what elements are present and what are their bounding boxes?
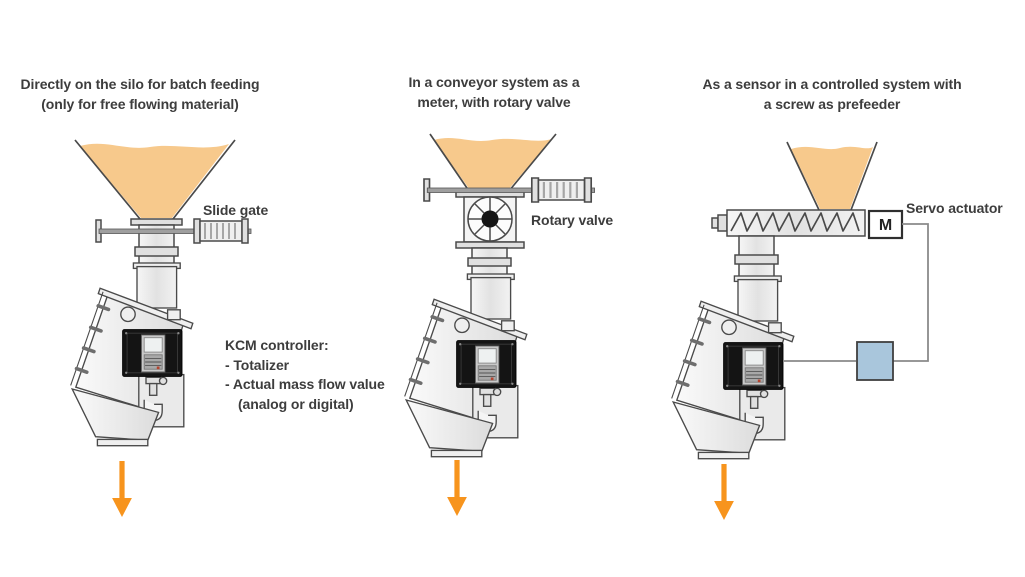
slide-gate-label: Slide gate <box>203 202 269 218</box>
flow-arrow-icon <box>447 460 467 516</box>
kcm-controller-callout: KCM controller: - Totalizer - Actual mas… <box>225 336 385 414</box>
bulk-material <box>80 143 229 218</box>
column-title-conveyor-meter: In a conveyor system as a meter, with ro… <box>352 72 636 112</box>
callout-item: - Actual mass flow value <box>225 376 385 392</box>
bulk-material <box>791 146 873 209</box>
title-line: meter, with rotary valve <box>417 94 571 110</box>
valve-hub <box>481 210 499 228</box>
motor-m-label: M <box>878 217 893 234</box>
kcm-flowmeter-device <box>68 261 195 448</box>
flow-arrow-icon <box>112 461 132 517</box>
auger-screw-icon <box>730 212 860 232</box>
callout-item: - Totalizer <box>225 356 289 373</box>
servo-motor-box <box>867 209 904 240</box>
callout-item: (analog or digital) <box>238 395 354 412</box>
title-line: In a conveyor system as a <box>408 74 580 90</box>
callout-heading: KCM controller: <box>225 337 329 353</box>
servo-actuator-label: Servo actuator <box>906 200 1003 216</box>
silo-funnel <box>74 139 236 220</box>
title-line: As a sensor in a controlled system with <box>702 76 962 92</box>
diagram-conveyor-meter <box>402 133 596 516</box>
silo-funnel <box>786 141 878 211</box>
rotary-valve <box>463 196 517 243</box>
title-line: a screw as prefeeder <box>763 96 901 112</box>
diagram-batch-feeding <box>68 139 252 517</box>
screw-prefeeder <box>711 209 866 237</box>
silo-funnel <box>429 133 557 192</box>
column-title-controlled-system: As a sensor in a controlled system with … <box>680 74 984 114</box>
flow-arrow-icon <box>714 464 734 520</box>
kcm-flowmeter-device <box>402 272 529 459</box>
title-line: (only for free flowing material) <box>41 96 239 112</box>
control-unit-box <box>856 341 894 381</box>
bulk-material <box>434 138 552 190</box>
title-line: Directly on the silo for batch feeding <box>20 76 260 92</box>
rotary-valve-label: Rotary valve <box>531 212 614 228</box>
control-wire-motor <box>893 223 929 362</box>
kcm-flowmeter-device <box>669 274 796 461</box>
diagram-controlled-system <box>669 141 929 520</box>
column-title-batch-feeding: Directly on the silo for batch feeding (… <box>0 74 280 114</box>
